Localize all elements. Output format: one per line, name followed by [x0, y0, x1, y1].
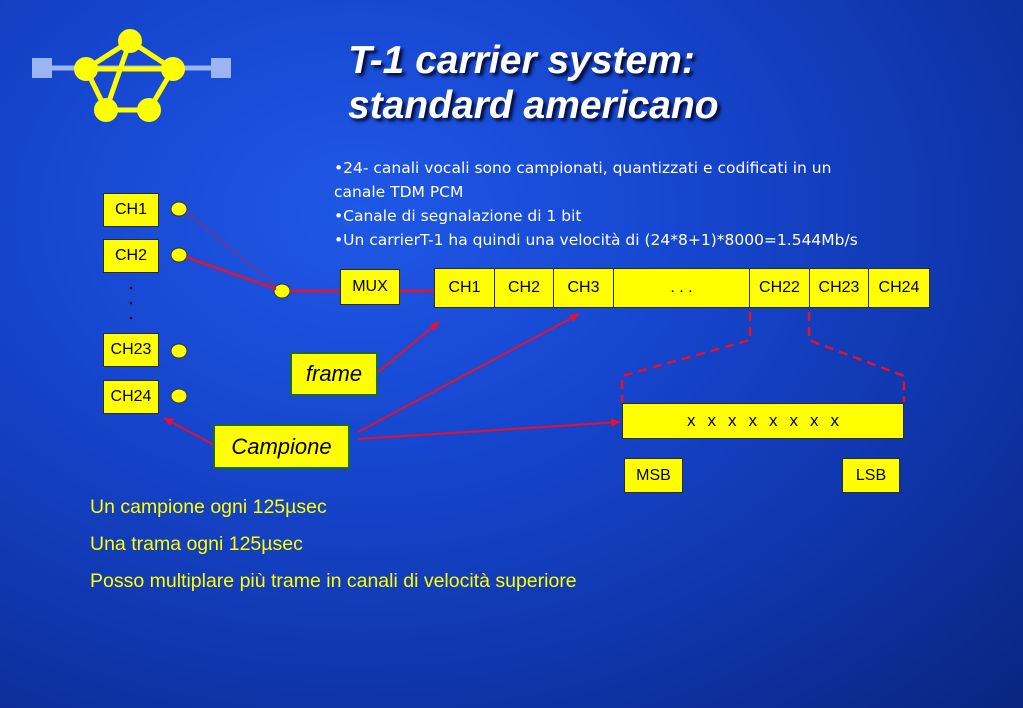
title-line-1: T-1 carrier system: — [348, 39, 695, 82]
channel-box-ch24: CH24 — [103, 380, 159, 414]
bit: x — [769, 411, 778, 430]
bottom-line-3: Posso multiplare più trame in canali di … — [90, 570, 577, 592]
bottom-line-1: Un campione ogni 125µsec — [90, 496, 327, 518]
bullet-item: •24- canali vocali sono campionati, quan… — [334, 159, 832, 177]
frame-slots: CH1 CH2 CH3 . . . CH22 CH23 CH24 — [434, 268, 930, 308]
expansion-dashes — [620, 312, 906, 402]
bit: x — [728, 411, 737, 430]
frame-slot-ch2: CH2 — [495, 269, 554, 307]
title-line-2: standard americano — [348, 84, 719, 127]
frame-arrow — [377, 321, 440, 373]
sample-arrow-to-bits — [357, 418, 621, 440]
msb-box: MSB — [624, 458, 683, 493]
bit: x — [789, 411, 799, 430]
bottom-line-2: Una trama ogni 125µsec — [90, 533, 303, 555]
frame-slot-ch24: CH24 — [878, 279, 920, 296]
sample-bits: x x x x x x x x — [622, 403, 904, 439]
bullet-item: canale TDM PCM — [334, 183, 464, 201]
page-title: T-1 carrier system: standard americano — [348, 38, 719, 128]
channel-box-ch1: CH1 — [103, 193, 159, 227]
frame-label: frame — [290, 352, 378, 396]
channel-box-ch2: CH2 — [103, 239, 159, 273]
bit: x — [810, 411, 819, 430]
sample-label: Campione — [213, 424, 350, 469]
bit: x — [830, 411, 840, 430]
channel-connectors — [170, 201, 291, 404]
switch-line-ch1 — [185, 211, 277, 287]
bullet-item: •Canale di segnalazione di 1 bit — [334, 207, 582, 225]
mux-box: MUX — [340, 269, 400, 305]
channel-ellipsis — [129, 286, 133, 320]
frame-slot-ch23: CH23 — [810, 269, 869, 307]
lsb-box: LSB — [842, 458, 900, 493]
switch-line-ch2 — [185, 255, 277, 291]
bit: x — [748, 411, 758, 430]
frame-slot-ch1: CH1 — [435, 269, 495, 307]
bit: x — [687, 411, 696, 430]
sample-arrow-to-frame — [357, 313, 580, 433]
frame-slot-ch3: CH3 — [554, 269, 614, 307]
bullet-list: •24- canali vocali sono campionati, quan… — [334, 156, 994, 252]
frame-slot-ch22: CH22 — [750, 269, 810, 307]
frame-slot-ellipsis: . . . — [614, 269, 750, 307]
network-logo-icon — [32, 29, 231, 122]
channel-box-ch23: CH23 — [103, 333, 159, 367]
sample-arrow-to-ch24 — [163, 417, 215, 446]
bit: x — [707, 411, 717, 430]
bullet-item: •Un carrierT-1 ha quindi una velocità di… — [334, 231, 858, 249]
